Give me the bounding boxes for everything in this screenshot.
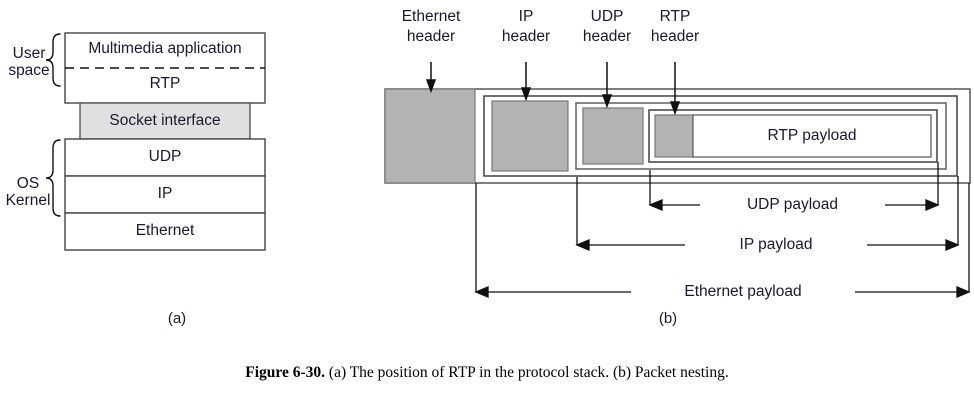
label-ethernet-header-line2: header — [406, 28, 456, 45]
panel-a-stack — [45, 32, 266, 251]
layer-ethernet: Ethernet — [135, 222, 195, 239]
label-rtp-header-line2: header — [650, 28, 700, 45]
label-rtp-header-line1: RTP — [659, 8, 691, 25]
label-ethernet-payload: Ethernet payload — [631, 283, 855, 300]
layer-rtp: RTP — [149, 75, 181, 92]
layer-socket-interface: Socket interface — [109, 112, 221, 129]
label-udp-payload: UDP payload — [700, 196, 885, 213]
label-ip-header-line2: header — [501, 28, 551, 45]
panel-b-nesting — [384, 62, 971, 298]
label-ip-payload: IP payload — [685, 236, 867, 253]
panel-b-sublabel: (b) — [658, 310, 678, 327]
label-rtp-payload: RTP payload — [767, 127, 857, 144]
panel-a-sublabel: (a) — [167, 310, 187, 327]
brace-label-os-kernel: OS Kernel — [5, 175, 51, 209]
layer-multimedia-application: Multimedia application — [88, 40, 242, 57]
brace-label-user-space: User space — [8, 45, 50, 79]
label-ethernet-header-line1: Ethernet — [401, 8, 461, 25]
figure-caption: Figure 6-30. (a) The position of RTP in … — [0, 364, 974, 382]
layer-ip: IP — [157, 185, 173, 202]
label-ip-header-line1: IP — [518, 8, 534, 25]
figure-caption-text: (a) The position of RTP in the protocol … — [328, 364, 729, 381]
label-udp-header-line2: header — [582, 28, 632, 45]
label-udp-header-line1: UDP — [590, 8, 624, 25]
udp-payload-arrow — [648, 199, 940, 211]
layer-udp: UDP — [148, 148, 182, 165]
figure-caption-label: Figure 6-30. — [245, 364, 326, 381]
ip-payload-arrow — [575, 239, 960, 251]
ethernet-payload-arrow — [474, 286, 971, 298]
